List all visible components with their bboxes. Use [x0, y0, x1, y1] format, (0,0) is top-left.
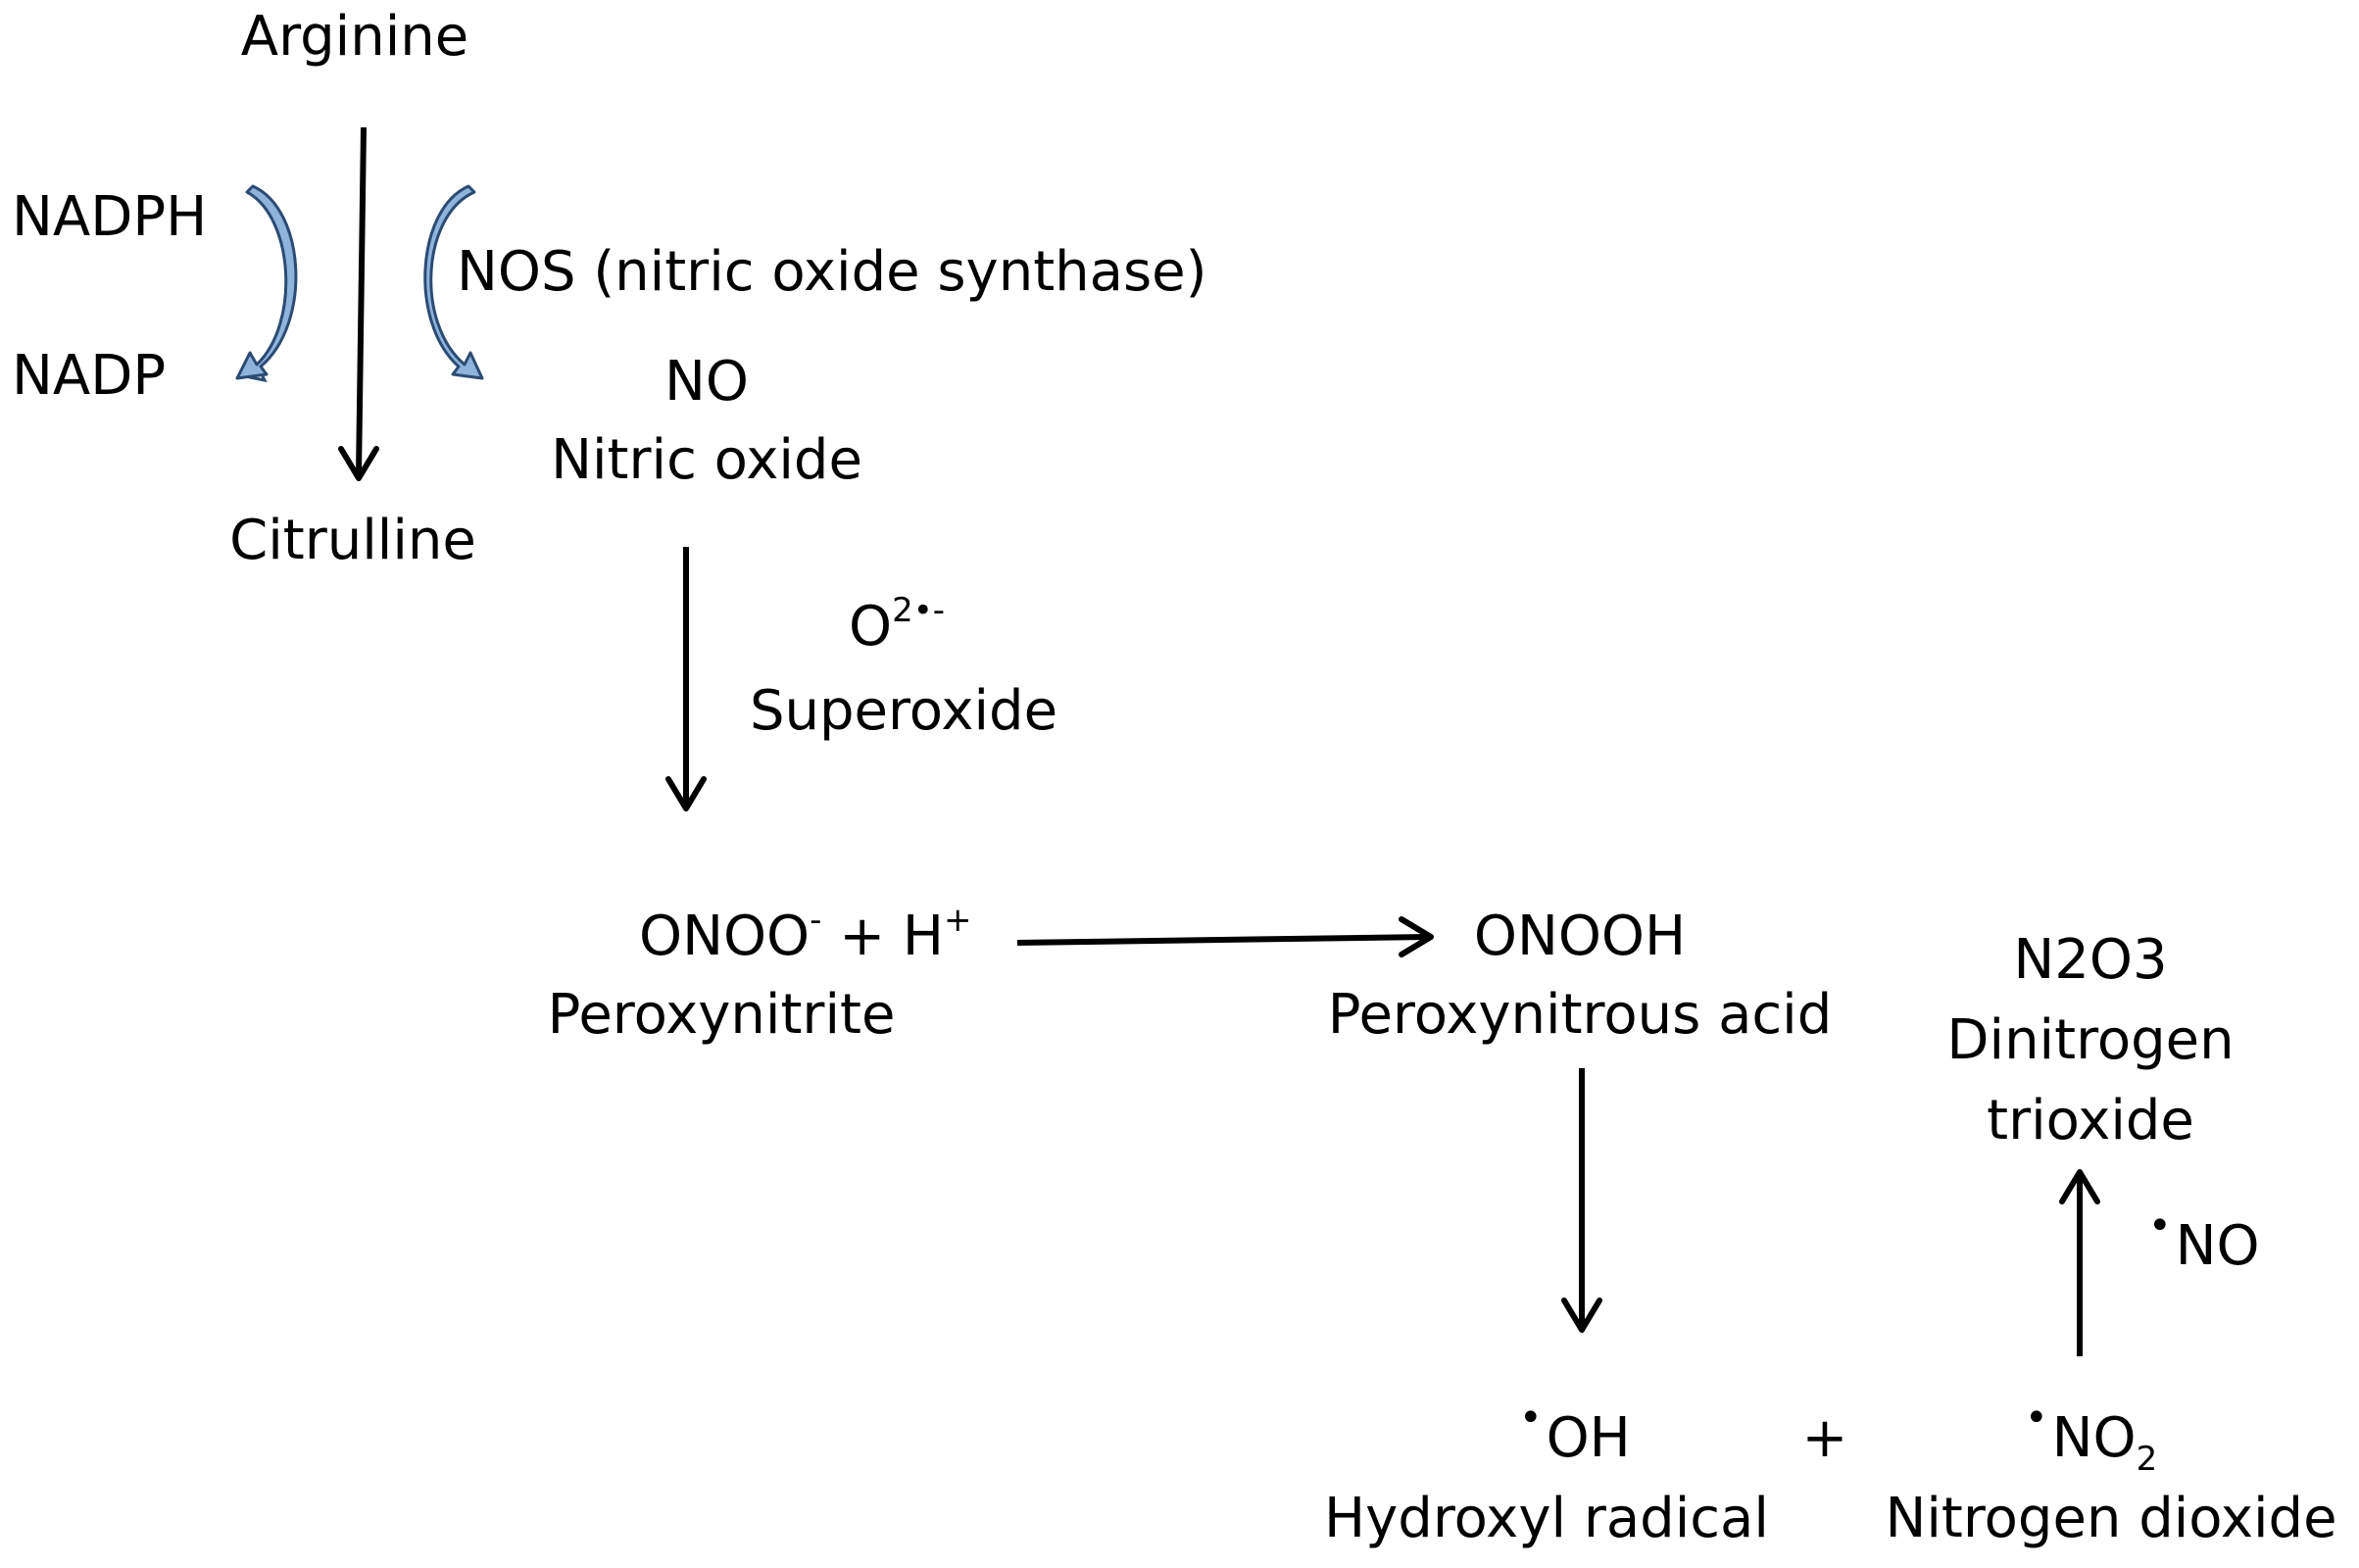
nitric-oxide-label: Nitric oxide: [551, 428, 862, 492]
peroxynitrite-label: Peroxynitrite: [547, 983, 896, 1047]
arginine-label: Arginine: [240, 5, 469, 69]
no2-subscript: 2: [2136, 1440, 2158, 1479]
no2-to-n2o3-arrow: [2059, 1169, 2100, 1356]
peroxynitrite-formula: ONOO- + H+: [639, 904, 972, 964]
nos-curved-arrow: [423, 184, 484, 380]
nadph-label: NADPH: [12, 185, 208, 249]
nadph-to-nadp-curved-arrow: [235, 184, 298, 383]
hydroxyl-radical-label: Hydroxyl radical: [1324, 1487, 1769, 1550]
nadp-label: NADP: [12, 344, 167, 408]
h-charge: +: [944, 901, 972, 940]
no2-text: NO: [2051, 1406, 2137, 1470]
radical-dot: •: [1519, 1396, 1543, 1441]
n2o3-formula: N2O3: [2013, 928, 2168, 992]
trioxide-label: trioxide: [1987, 1089, 2194, 1152]
superoxide-o: O: [849, 595, 893, 659]
plus-h-text: + H: [821, 905, 945, 968]
onooh-to-radicals-arrow: [1561, 1068, 1602, 1333]
onoo-text: ONOO: [639, 905, 811, 968]
hydroxyl-formula: •OH: [1519, 1398, 1631, 1466]
no-radical-text: NO: [2175, 1214, 2260, 1278]
no-formula: NO: [664, 350, 749, 414]
no-to-peroxynitrite-arrow: [665, 547, 707, 811]
nitrogen-dioxide-label: Nitrogen dioxide: [1885, 1487, 2337, 1550]
superoxide-formula: O2•-: [849, 594, 945, 655]
peroxynitrous-acid-label: Peroxynitrous acid: [1327, 983, 1833, 1047]
nitrogen-dioxide-formula: •NO2: [2025, 1398, 2157, 1476]
citrulline-label: Citrulline: [229, 509, 476, 572]
onooh-formula: ONOOH: [1473, 905, 1687, 968]
dinitrogen-label: Dinitrogen: [1946, 1008, 2235, 1072]
arginine-to-citrulline-arrow: [338, 126, 379, 481]
superoxide-charge: 2•-: [892, 591, 946, 630]
radical-dot: •: [2148, 1203, 2172, 1249]
oh-text: OH: [1546, 1406, 1631, 1470]
peroxynitrite-to-onooh-arrow: [1016, 916, 1434, 957]
nos-label: NOS (nitric oxide synthase): [457, 240, 1207, 304]
plus-sign: +: [1801, 1406, 1848, 1470]
radical-dot: •: [2025, 1396, 2048, 1441]
nitric-oxide-radical: •NO: [2148, 1206, 2260, 1274]
onoo-charge: -: [810, 901, 822, 940]
superoxide-label: Superoxide: [749, 679, 1058, 743]
